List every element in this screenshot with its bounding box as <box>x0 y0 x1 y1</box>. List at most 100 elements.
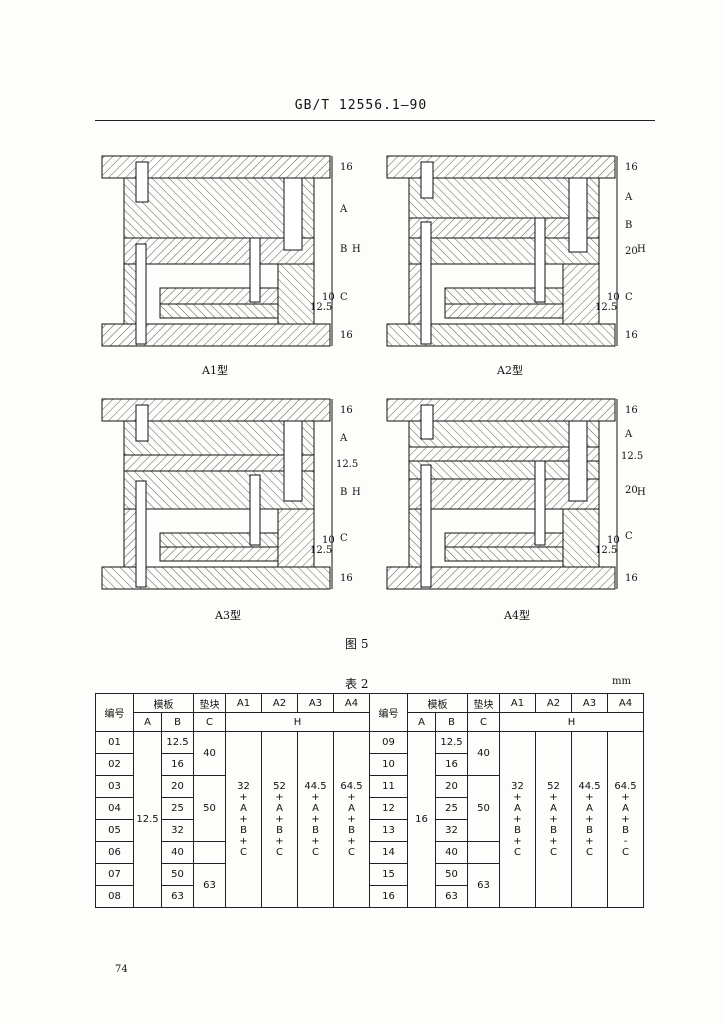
dim-label: H <box>352 487 361 498</box>
figure-caption: A4型 <box>504 609 530 622</box>
b-value: 63 <box>161 885 194 908</box>
b-value: 40 <box>435 841 468 864</box>
col-block-header: 垫块 <box>467 693 500 713</box>
row-code: 16 <box>369 885 408 908</box>
h-formula: 64.5+A+B+C <box>333 731 370 908</box>
formula-part: C <box>276 847 283 858</box>
formula-part: B <box>514 825 521 836</box>
dim-label: 16 <box>625 162 638 173</box>
col-type-header: A4 <box>607 693 644 713</box>
h-formula: 44.5+A+B+C <box>571 731 608 908</box>
b-value: 32 <box>435 819 468 842</box>
c-value: 63 <box>193 863 226 908</box>
row-code: 05 <box>95 819 134 842</box>
col-h-header: H <box>499 712 644 732</box>
formula-part: 44.5 <box>304 781 327 792</box>
b-value: 20 <box>161 775 194 798</box>
dim-label: A <box>625 429 633 440</box>
row-code: 15 <box>369 863 408 886</box>
mold-drawing-a1 <box>101 155 333 347</box>
formula-part: + <box>513 814 522 825</box>
formula-part: B <box>348 825 355 836</box>
dim-label: 12.5 <box>595 302 618 313</box>
formula-part: C <box>240 847 247 858</box>
formula-part: A <box>276 803 283 814</box>
dim-label: 16 <box>340 162 353 173</box>
row-code: 01 <box>95 731 134 754</box>
formula-part: + <box>239 814 248 825</box>
h-formula: 52+A+B+C <box>535 731 572 908</box>
figure-title: 图 5 <box>345 637 369 651</box>
figure-a3: 16 A 12.5 B H C 10 12.5 16 A3型 <box>100 395 362 622</box>
formula-part: A <box>240 803 247 814</box>
formula-part: A <box>586 803 593 814</box>
h-formula: 44.5+A+B+C <box>297 731 334 908</box>
formula-part: A <box>312 803 319 814</box>
col-type-header: A3 <box>571 693 608 713</box>
standard-header: GB/T 12556.1—90 <box>294 98 428 113</box>
col-code-header: 编号 <box>369 693 408 732</box>
table-row: 08 63 16 63 <box>95 885 644 908</box>
row-code: 08 <box>95 885 134 908</box>
formula-part: C <box>586 847 593 858</box>
formula-part: 52 <box>547 781 560 792</box>
formula-part: A <box>514 803 521 814</box>
dim-label: H <box>637 244 646 255</box>
col-c-header: C <box>193 712 226 732</box>
dim-label: A <box>340 204 348 215</box>
formula-part: + <box>347 792 356 803</box>
formula-part: + <box>549 814 558 825</box>
b-value: 32 <box>161 819 194 842</box>
col-a-header: A <box>407 712 436 732</box>
b-value: 63 <box>435 885 468 908</box>
formula-part: A <box>550 803 557 814</box>
mold-drawing-a3 <box>101 398 333 590</box>
figure-a4: 16 A 12.5 20 H C 10 12.5 16 A4型 <box>385 395 647 622</box>
table-title: 表 2 <box>345 677 369 691</box>
b-value: 25 <box>161 797 194 820</box>
dim-label: 12.5 <box>310 302 333 313</box>
formula-part: + <box>275 836 284 847</box>
formula-part: + <box>311 836 320 847</box>
figure-caption: A1型 <box>202 364 228 377</box>
dim-label: 16 <box>625 330 638 341</box>
formula-part: A <box>622 803 629 814</box>
formula-part: + <box>239 836 248 847</box>
formula-part: + <box>585 836 594 847</box>
formula-part: + <box>275 792 284 803</box>
col-type-header: A3 <box>297 693 334 713</box>
row-code: 11 <box>369 775 408 798</box>
dim-label: B <box>340 244 348 255</box>
dim-label: B <box>340 487 348 498</box>
spec-table: 编号 模板 垫块 A1 A2 A3 A4 编号 模板 垫块 A1 A2 A3 A… <box>95 693 644 908</box>
c-value: 50 <box>467 775 500 842</box>
col-b-header: B <box>435 712 468 732</box>
c-value: 50 <box>193 775 226 842</box>
b-value: 25 <box>435 797 468 820</box>
formula-part: C <box>622 847 629 858</box>
dim-label: 10 <box>322 535 335 546</box>
row-code: 07 <box>95 863 134 886</box>
dim-label: H <box>637 487 646 498</box>
b-value: 12.5 <box>161 731 194 754</box>
dim-label: 12.5 <box>621 451 644 462</box>
col-c-header: C <box>467 712 500 732</box>
row-code: 06 <box>95 841 134 864</box>
dim-label: C <box>625 531 633 542</box>
formula-part: + <box>549 792 558 803</box>
b-value: 50 <box>435 863 468 886</box>
b-value: 16 <box>161 753 194 776</box>
dim-label: 16 <box>625 573 638 584</box>
formula-part: + <box>311 814 320 825</box>
formula-part: C <box>514 847 521 858</box>
col-a-header: A <box>133 712 162 732</box>
dim-label: C <box>625 292 633 303</box>
h-formula: 32+A+B+C <box>225 731 262 908</box>
formula-part: C <box>550 847 557 858</box>
dim-label: 20 <box>625 485 638 496</box>
formula-part: B <box>586 825 593 836</box>
dim-label: 16 <box>625 405 638 416</box>
